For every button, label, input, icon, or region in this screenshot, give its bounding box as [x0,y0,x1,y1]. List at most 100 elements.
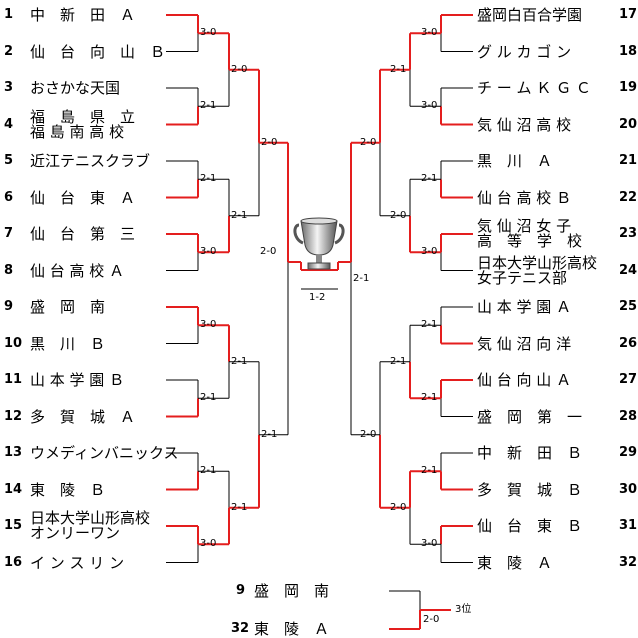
score-label: 2-1 [200,100,217,112]
team-name: 東 陵 Ａ [254,620,330,638]
score-label: 2-0 [360,428,377,440]
score-label: 1-2 [309,292,326,303]
seed-number: 23 [619,226,638,241]
team-name: 仙 台 向 山 Ａ [477,371,572,389]
score-label: 2-1 [200,465,217,477]
seed-number: 13 [4,445,23,460]
score-label: 2-1 [231,355,248,367]
team-name-line2: オンリーワン [30,524,121,542]
score-label: 3-0 [200,246,217,258]
seed-number: 30 [619,481,638,497]
team-name: 盛岡白百合学園 [477,6,583,24]
score-label: 2-0 [231,63,248,75]
score-label: 2-1 [421,173,438,185]
team-name: 盛 岡 南 [30,298,106,316]
team-name: 黒 川 Ａ [477,152,553,170]
seed-number: 31 [619,518,638,533]
score-label: 2-0 [423,614,440,625]
team-name: チ ー ム Ｋ Ｇ Ｃ [477,79,591,97]
team-name-line2: 女子テニス部 [477,268,568,287]
score-label: 2-1 [421,465,438,477]
seed-number: 12 [4,408,23,424]
seed-number: 21 [619,153,638,168]
score-label: 2-1 [390,355,407,367]
seed-number: 8 [4,262,14,278]
score-label: 3-0 [421,27,438,39]
score-label: 2-0 [261,136,278,148]
seed-number: 26 [619,335,638,351]
seed-number: 24 [619,262,638,278]
team-name: 中 新 田 Ａ [30,6,136,24]
score-label: 3-0 [421,538,438,550]
score-label: 3-0 [421,246,438,258]
team-name: 日本大学山形高校女子テニス部 [477,253,612,287]
team-name: 多 賀 城 Ｂ [477,480,583,499]
team-name: 盛 岡 南 [254,582,330,600]
score-label: 2-0 [360,136,377,148]
team-name: 多 賀 城 Ａ [30,407,136,426]
seed-number: 6 [4,189,14,205]
score-label: 3-0 [421,100,438,112]
score-label: 3-0 [200,538,217,550]
team-name: 気 仙 沼 女 子高 等 学 校 [477,219,612,249]
seed-number: 7 [4,226,14,241]
seed-number: 32 [619,554,638,570]
seed-number: 1 [4,7,14,22]
third-place-label: 3位 [455,604,472,615]
team-name-line1: 福 島 県 立 [30,107,136,126]
seed-number: 28 [619,408,638,424]
team-name: 中 新 田 Ｂ [477,444,583,462]
team-name-line2: 高 等 学 校 [477,232,583,250]
seed-number: 20 [619,116,638,132]
team-name: 福 島 県 立福 島 南 高 校 [30,107,166,141]
team-name: 仙 台 向 山 Ｂ [30,42,166,61]
seed-number: 19 [619,80,638,95]
seed-number: 4 [4,116,14,132]
team-name: 近江テニスクラブ [30,152,151,170]
score-label: 3-0 [200,27,217,39]
team-name: 仙 台 東 Ｂ [477,517,583,535]
seed-number: 9 [4,299,14,314]
seed-number: 14 [4,481,23,497]
team-name: 仙 台 東 Ａ [30,188,136,207]
trophy-icon [291,213,347,277]
team-name: 山 本 学 園 Ａ [477,298,572,316]
score-label: 2-1 [231,209,248,221]
seed-number: 2 [4,43,14,59]
seed-number: 17 [619,7,638,22]
team-name: 気 仙 沼 向 洋 [477,334,572,353]
team-name: 黒 川 Ｂ [30,334,106,353]
team-name-line2: 福 島 南 高 校 [30,122,125,141]
score-label: 2-1 [231,501,248,513]
score-label: 2-1 [200,173,217,185]
team-name: おさかな天国 [30,79,121,97]
seed-number: 29 [619,445,638,460]
seed-number: 11 [4,372,23,387]
seed-number: 10 [4,335,23,351]
team-name: 仙 台 高 校 Ａ [30,261,125,280]
seed-number: 25 [619,299,638,314]
score-label: 2-1 [421,392,438,404]
team-name: 盛 岡 第 一 [477,407,583,426]
team-name: 山 本 学 園 Ｂ [30,371,125,389]
score-label: 2-1 [261,428,278,440]
team-name-line1: 日本大学山形高校 [477,253,598,272]
team-name: 東 陵 Ａ [477,553,553,572]
seed-number: 3 [4,80,14,95]
score-label: 3-0 [200,319,217,331]
team-name: 気 仙 沼 高 校 [477,115,572,134]
seed-number: 5 [4,153,14,168]
score-label: 2-1 [390,63,407,75]
team-name: イ ン ス リ ン [30,553,125,572]
team-name: ウメディンバニックス [30,444,179,462]
score-label: 2-0 [390,209,407,221]
team-name: 日本大学山形高校オンリーワン [30,511,166,541]
team-name-line1: 日本大学山形高校 [30,509,151,527]
seed-number: 18 [619,43,638,59]
score-label: 2-0 [260,246,277,257]
seed-number: 27 [619,372,638,387]
team-name: グ ル カ ゴ ン [477,42,572,61]
team-name: 東 陵 Ｂ [30,480,106,499]
team-name: 仙 台 高 校 Ｂ [477,188,572,207]
